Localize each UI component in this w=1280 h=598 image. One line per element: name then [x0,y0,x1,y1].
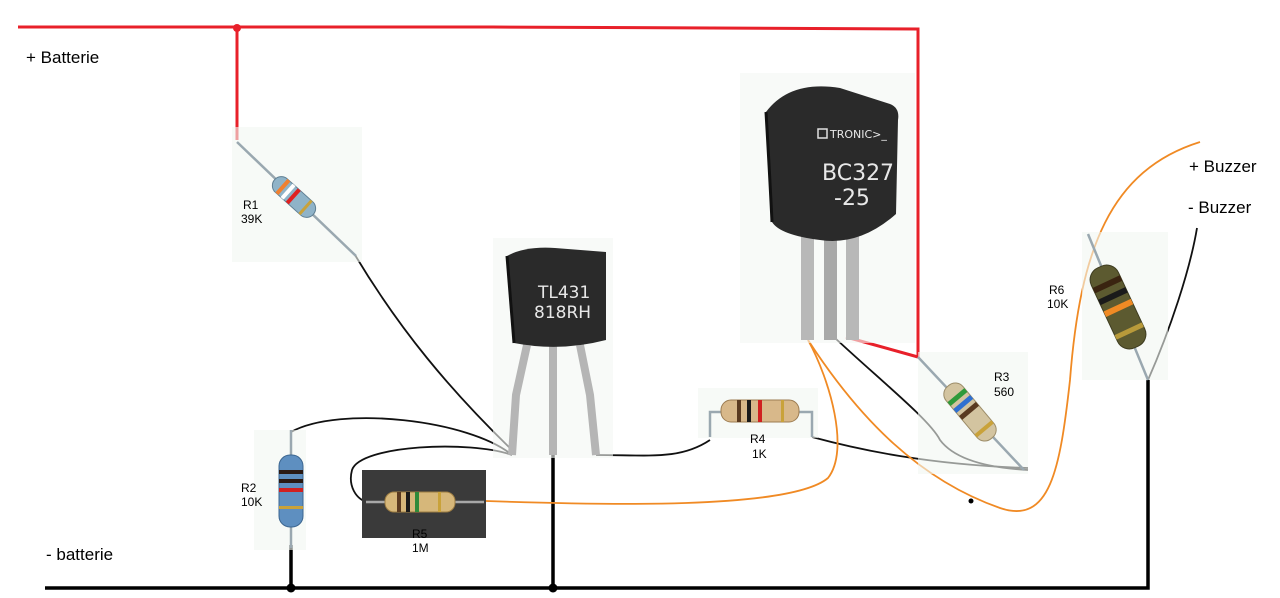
r6-value-label: 10K [1047,297,1068,311]
resistor-r2 [254,430,306,550]
r5-value-label: 1M [412,541,429,555]
junction-dot-r2 [286,583,296,593]
buzzer-plus-label: + Buzzer [1189,157,1257,176]
tl431-label-line1: TL431 [537,283,590,303]
r2-name-label: R2 [241,481,257,495]
r3-name-label: R3 [994,370,1010,384]
solder-dot [968,498,974,504]
ground-rail [45,380,1150,590]
junction-dot-top [233,24,241,32]
r2-value-label: 10K [241,495,262,509]
r3-value-label: 560 [994,385,1014,399]
r4-value-label: 1K [752,447,767,461]
resistor-r6 [1082,232,1168,381]
orange-wires [485,141,1201,512]
battery-plus-label: + Batterie [26,48,99,67]
r1-name-label: R1 [243,198,259,212]
battery-minus-label: - batterie [46,545,113,564]
resistor-r4 [698,388,818,438]
r4-name-label: R4 [750,432,766,446]
r6-name-label: R6 [1049,283,1065,297]
bc327-brand-label: TRONIC>_ [829,128,887,141]
tl431-chip [493,238,613,458]
r5-name-label: R5 [412,527,428,541]
resistor-r1 [232,127,362,262]
bc327-label-line1: BC327 [822,161,894,186]
tl431-label-line2: 818RH [534,303,591,323]
junction-dot-tl431 [548,583,558,593]
r1-value-label: 39K [241,212,262,226]
resistor-r3 [917,352,1028,474]
bc327-transistor [740,73,915,343]
bc327-label-line2: -25 [834,186,870,211]
resistor-r5 [362,470,486,538]
buzzer-minus-label: - Buzzer [1188,198,1252,217]
